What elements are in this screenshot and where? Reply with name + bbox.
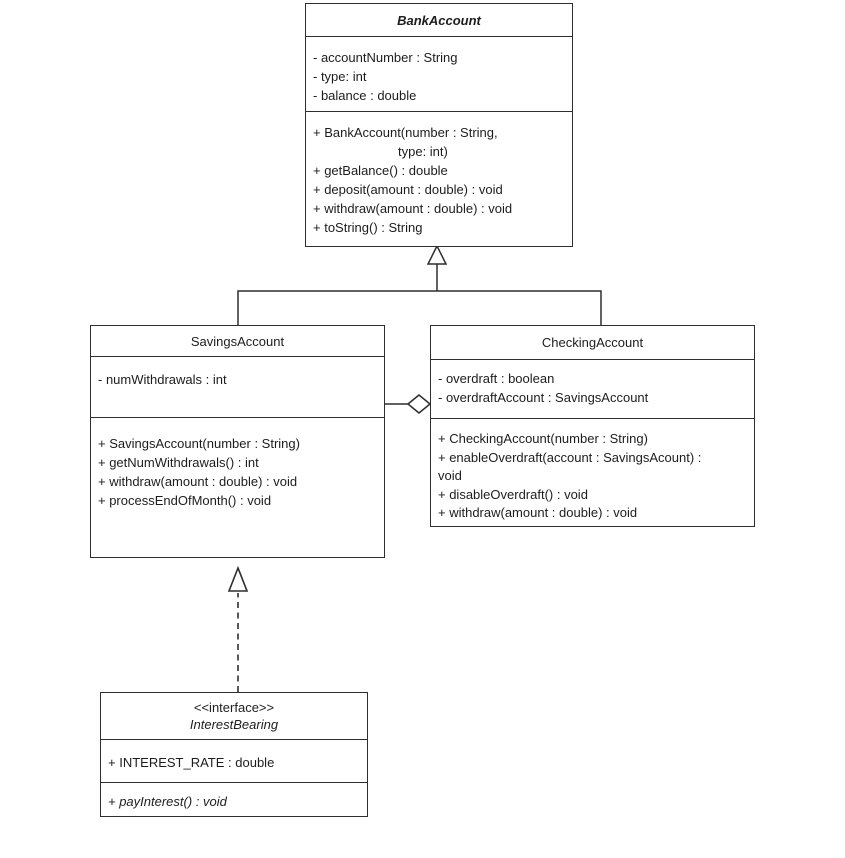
class-box-savingsaccount: SavingsAccount - numWithdrawals : int + … xyxy=(90,325,385,558)
class-box-bankaccount: BankAccount - accountNumber : String - t… xyxy=(305,3,573,247)
class-title: SavingsAccount xyxy=(91,326,384,357)
class-name: SavingsAccount xyxy=(190,333,285,349)
attribute-line: - numWithdrawals : int xyxy=(98,372,227,387)
method-line: + enableOverdraft(account : SavingsAcoun… xyxy=(438,449,702,465)
interface-box-interestbearing: <<interface>> InterestBearing + INTEREST… xyxy=(100,692,368,817)
realization-triangle-icon xyxy=(227,565,249,592)
method-line: + withdraw(amount : double) : void xyxy=(98,474,298,489)
method-line: + toString() : String xyxy=(313,220,423,235)
method-line: + withdraw(amount : double) : void xyxy=(438,505,638,520)
aggregation-diamond-icon xyxy=(406,394,432,414)
method-line: + disableOverdraft() : void xyxy=(438,486,588,502)
method-line: + getBalance() : double xyxy=(313,163,448,178)
class-box-checkingaccount: CheckingAccount - overdraft : boolean - … xyxy=(430,325,755,527)
class-name: CheckingAccount xyxy=(541,335,644,350)
method-line: + deposit(amount : double) : void xyxy=(313,182,503,197)
class-title: BankAccount xyxy=(306,4,572,37)
method-line: + withdraw(amount : double) : void xyxy=(313,201,513,216)
method-line: + payInterest() : void xyxy=(108,794,227,809)
methods-compartment: + BankAccount(number : String, type: int… xyxy=(306,112,572,237)
attributes-compartment: - overdraft : boolean - overdraftAccount… xyxy=(431,360,754,419)
methods-compartment: + SavingsAccount(number : String) + getN… xyxy=(91,418,384,510)
attributes-compartment: - numWithdrawals : int xyxy=(91,357,384,418)
attribute-line: - overdraftAccount : SavingsAccount xyxy=(438,389,649,405)
interface-title: <<interface>> InterestBearing xyxy=(101,693,367,740)
method-line-continuation: void xyxy=(438,468,462,483)
attribute-line: - type: int xyxy=(313,69,367,84)
method-line: + getNumWithdrawals() : int xyxy=(98,455,259,470)
class-title: CheckingAccount xyxy=(431,326,754,360)
method-line: + CheckingAccount(number : String) xyxy=(438,431,648,446)
generalization-connector xyxy=(237,264,602,325)
methods-compartment: + payInterest() : void xyxy=(101,783,367,811)
interface-name: InterestBearing xyxy=(189,717,279,732)
attribute-line: + INTEREST_RATE : double xyxy=(108,755,275,770)
attribute-line: - balance : double xyxy=(313,88,417,103)
attribute-line: - overdraft : boolean xyxy=(438,371,555,386)
attributes-compartment: - accountNumber : String - type: int - b… xyxy=(306,37,572,112)
method-line: + BankAccount(number : String, xyxy=(313,125,498,140)
generalization-triangle-icon xyxy=(426,244,448,265)
method-line: + SavingsAccount(number : String) xyxy=(98,436,300,451)
method-line: + processEndOfMonth() : void xyxy=(98,493,272,508)
stereotype-label: <<interface>> xyxy=(193,700,275,715)
method-line-continuation: type: int) xyxy=(398,144,448,159)
attribute-line: - accountNumber : String xyxy=(313,50,458,65)
methods-compartment: + CheckingAccount(number : String) + ena… xyxy=(431,419,754,523)
attributes-compartment: + INTEREST_RATE : double xyxy=(101,740,367,783)
class-name: BankAccount xyxy=(397,12,481,28)
